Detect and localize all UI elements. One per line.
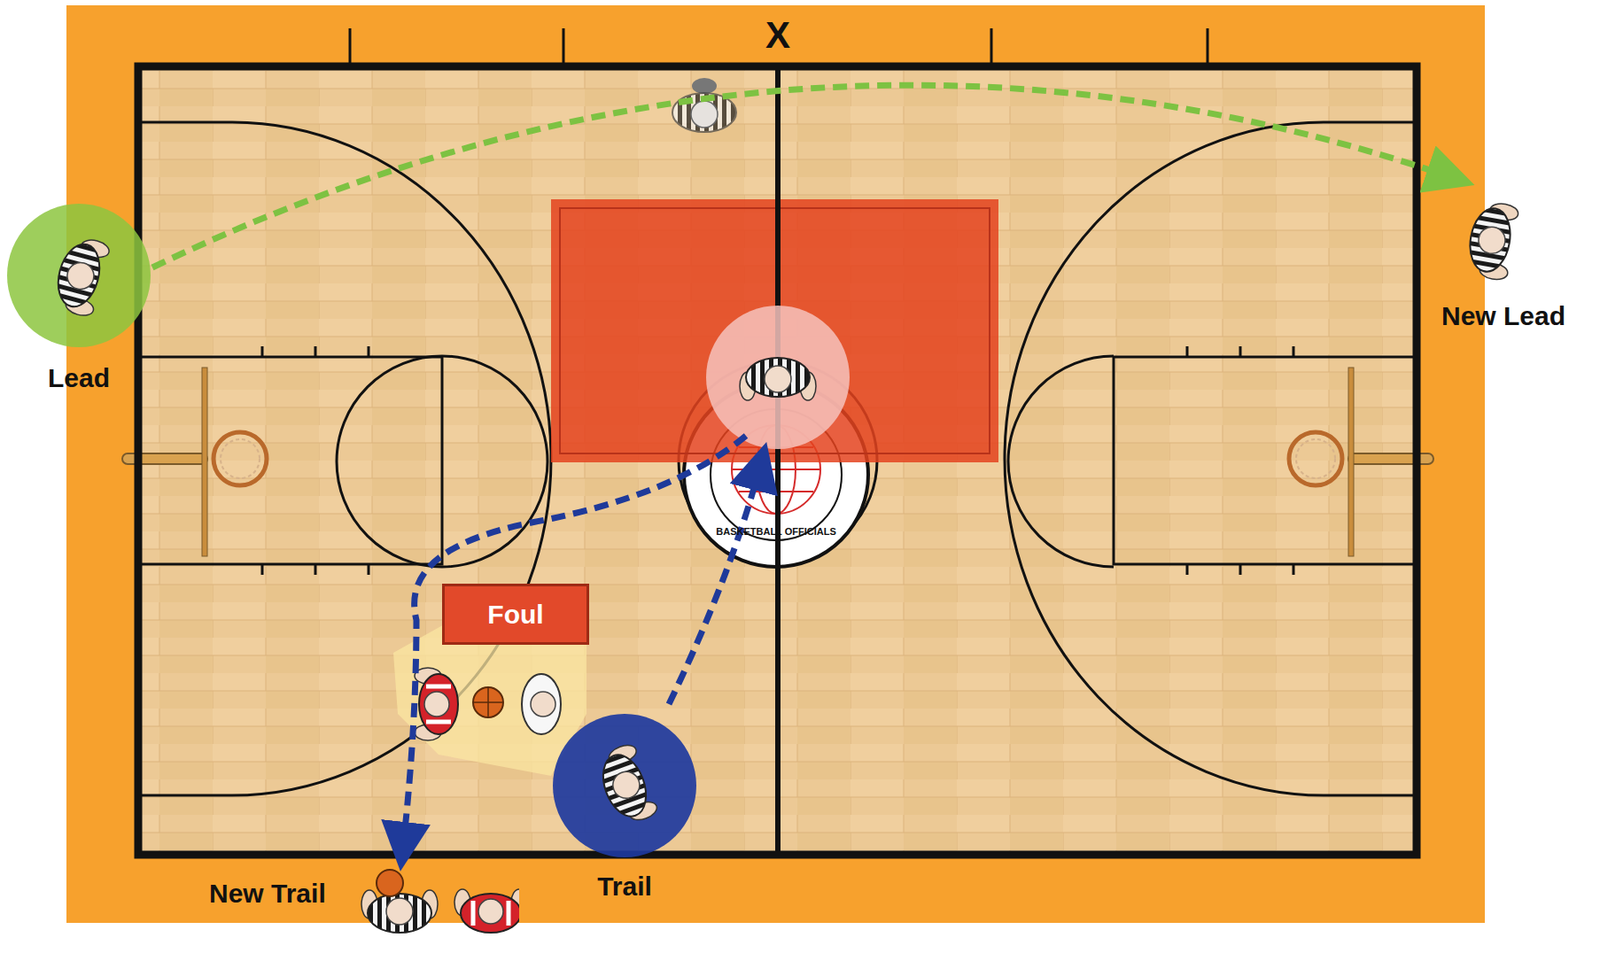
lead-referee: Lead <box>5 203 153 394</box>
foul-box: Foul <box>442 583 590 645</box>
referee-figure <box>1436 177 1570 293</box>
referee-label: New Trail <box>209 878 327 909</box>
referee-figure <box>7 203 151 348</box>
movement-arrow <box>152 85 1452 268</box>
referee-figure <box>333 863 520 953</box>
referee-label: Trail <box>551 871 699 902</box>
logo-text: BASKETBALL OFFICIALS <box>715 526 836 537</box>
box-label: Foul <box>487 599 544 630</box>
new-lead-referee: New Lead <box>1435 177 1572 332</box>
trail-referee: Trail <box>551 714 699 902</box>
new-trail-referee: New Trail <box>209 863 520 953</box>
center-mark: X <box>765 14 791 57</box>
referee-label: Lead <box>5 363 153 394</box>
referee-figure <box>552 714 697 858</box>
referee-label: New Lead <box>1435 301 1572 332</box>
label-holder: New Trail <box>209 878 327 909</box>
